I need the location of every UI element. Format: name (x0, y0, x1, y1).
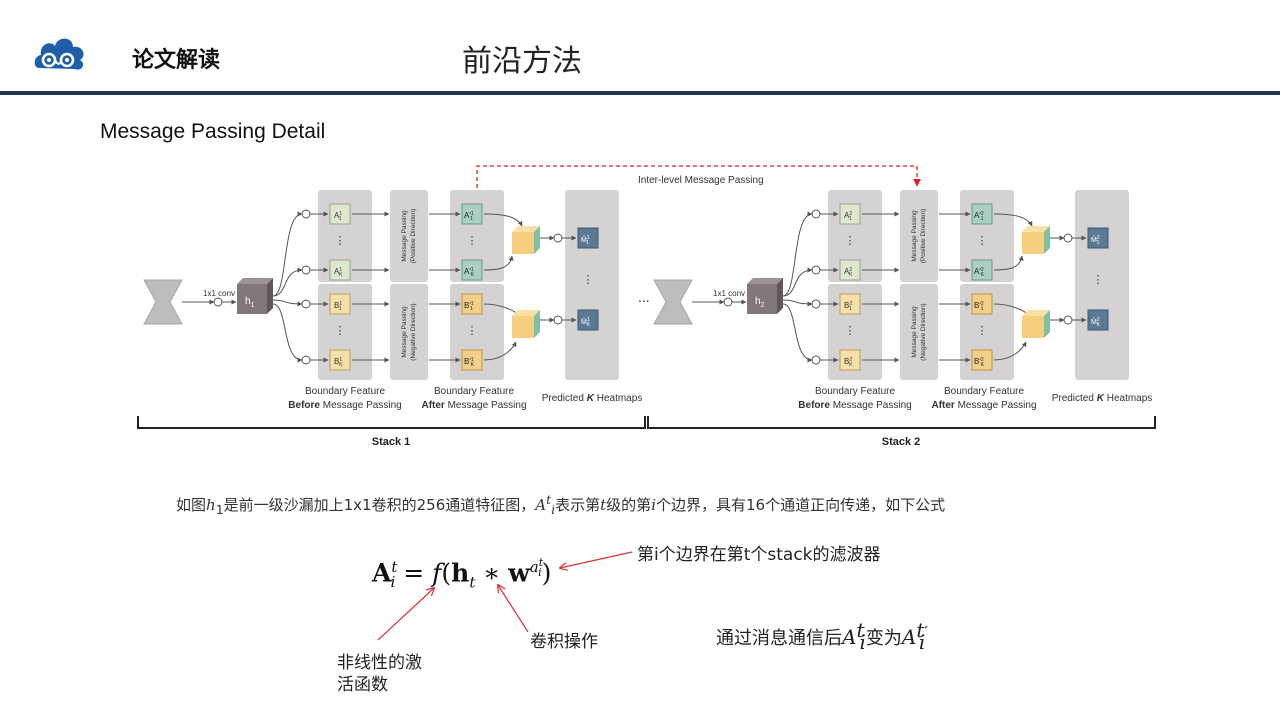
stack-ellipsis: ... (638, 289, 650, 305)
svg-text:M̂1K: M̂1K (581, 317, 591, 328)
svg-text:A2K: A2K (844, 267, 853, 278)
svg-text:⋮: ⋮ (977, 325, 988, 337)
heatmap-1-box (577, 227, 599, 249)
svg-text:A′2K: A′2K (974, 267, 985, 278)
svg-text:Message Passing: Message Passing (401, 306, 408, 358)
svg-text:⋮: ⋮ (467, 325, 478, 337)
conv-label: 1x1 conv (203, 289, 235, 298)
svg-text:⋮: ⋮ (335, 235, 346, 247)
svg-text:(Negative Direction): (Negative Direction) (920, 303, 927, 360)
h2-cube (747, 278, 783, 314)
apk-box (461, 259, 483, 281)
inter-level-label: Inter-level Message Passing (638, 175, 764, 186)
svg-text:⋮: ⋮ (1093, 274, 1104, 286)
svg-text:(Negative Direction): (Negative Direction) (410, 303, 417, 360)
slide-subtitle: Message Passing Detail (100, 120, 326, 143)
svg-text:(Positive Direction): (Positive Direction) (920, 209, 927, 264)
svg-text:A′21: A′21 (974, 211, 984, 222)
header-divider (0, 91, 1280, 95)
activation-arrow (377, 588, 434, 641)
hourglass-icon (143, 279, 183, 325)
section-label: 论文解读 (132, 48, 221, 73)
stack-2-bracket (647, 416, 1156, 429)
slide-header: 论文解读 前沿方法 (0, 0, 1280, 95)
merge-cube-b (512, 310, 540, 338)
ak-box (329, 259, 351, 281)
stack-1-label: Stack 1 (372, 436, 411, 448)
svg-text:M̂2K: M̂2K (1091, 317, 1101, 328)
conv-op-note: 卷积操作 (530, 632, 598, 652)
svg-text:⋮: ⋮ (583, 274, 594, 286)
bpk-box (461, 349, 483, 371)
svg-text:⋮: ⋮ (845, 325, 856, 337)
b1-box (329, 293, 351, 315)
after-message-note: 通过消息通信后Ati变为At′i (716, 618, 928, 654)
svg-text:Predicted K Heatmaps: Predicted K Heatmaps (542, 393, 643, 404)
svg-text:Boundary Feature: Boundary Feature (434, 386, 514, 397)
description-line: 如图h1是前一级沙漏加上1x1卷积的256通道特征图，Ati表示第t级的第i个边… (176, 492, 946, 517)
svg-text:Boundary Feature: Boundary Feature (305, 386, 385, 397)
h1-label: h1 (245, 296, 255, 309)
svg-text:⋮: ⋮ (977, 235, 988, 247)
svg-text:A′11: A′11 (464, 211, 474, 222)
mp-positive-panel (390, 190, 428, 282)
svg-text:A′1K: A′1K (464, 267, 475, 278)
bk-box (329, 349, 351, 371)
svg-text:After Message Passing: After Message Passing (421, 400, 526, 411)
svg-text:Boundary Feature: Boundary Feature (815, 386, 895, 397)
svg-text:B21: B21 (844, 301, 852, 312)
a1-box (329, 203, 351, 225)
stack-1-bracket (137, 416, 646, 429)
svg-text:(Positive Direction): (Positive Direction) (410, 209, 417, 264)
cloud-logo-icon (34, 38, 84, 70)
svg-text:B′2K: B′2K (974, 357, 985, 368)
svg-text:1x1 conv: 1x1 conv (713, 289, 745, 298)
conv-op-arrow (498, 585, 529, 633)
svg-text:B′11: B′11 (464, 301, 474, 312)
update-formula: Ati = f(ht ∗ wati) (372, 556, 552, 592)
svg-text:⋮: ⋮ (845, 235, 856, 247)
svg-text:Before Message Passing: Before Message Passing (798, 400, 911, 411)
svg-text:Before Message Passing: Before Message Passing (288, 400, 401, 411)
svg-text:⋮: ⋮ (467, 235, 478, 247)
mp-negative-panel (390, 284, 428, 380)
inter-level-arrow (476, 165, 921, 188)
svg-text:B′1K: B′1K (464, 357, 475, 368)
h1-cube (237, 278, 273, 314)
activation-note-line2: 活函数 (337, 675, 388, 695)
svg-text:A11: A11 (334, 211, 342, 222)
svg-text:B1K: B1K (334, 357, 343, 368)
heatmap-k-box (577, 309, 599, 331)
svg-text:Message Passing: Message Passing (401, 210, 408, 262)
svg-text:After Message Passing: After Message Passing (931, 400, 1036, 411)
bp1-box (461, 293, 483, 315)
svg-text:Message Passing: Message Passing (911, 210, 918, 262)
svg-text:h2: h2 (755, 296, 765, 309)
svg-text:B′21: B′21 (974, 301, 984, 312)
svg-text:Predicted K Heatmaps: Predicted K Heatmaps (1052, 393, 1153, 404)
filter-arrow (560, 551, 633, 568)
filter-note: 第i个边界在第t个stack的滤波器 (637, 545, 881, 565)
svg-text:B11: B11 (334, 301, 342, 312)
slide-title: 前沿方法 (462, 44, 582, 79)
svg-text:B2K: B2K (844, 357, 853, 368)
svg-text:Message Passing: Message Passing (911, 306, 918, 358)
svg-text:M̂11: M̂11 (581, 235, 590, 246)
svg-text:⋮: ⋮ (335, 325, 346, 337)
svg-text:M̂21: M̂21 (1091, 235, 1100, 246)
stack-2-label: Stack 2 (882, 436, 921, 448)
merge-cube-a (512, 226, 540, 254)
conv-op-icon (213, 297, 223, 307)
svg-text:A1K: A1K (334, 267, 343, 278)
activation-note-line1: 非线性的激 (337, 653, 422, 673)
svg-text:A21: A21 (844, 211, 852, 222)
message-passing-diagram: Inter-level Message Passing 1x1 conv h1 (137, 165, 1156, 448)
ap1-box (461, 203, 483, 225)
svg-text:Boundary Feature: Boundary Feature (944, 386, 1024, 397)
